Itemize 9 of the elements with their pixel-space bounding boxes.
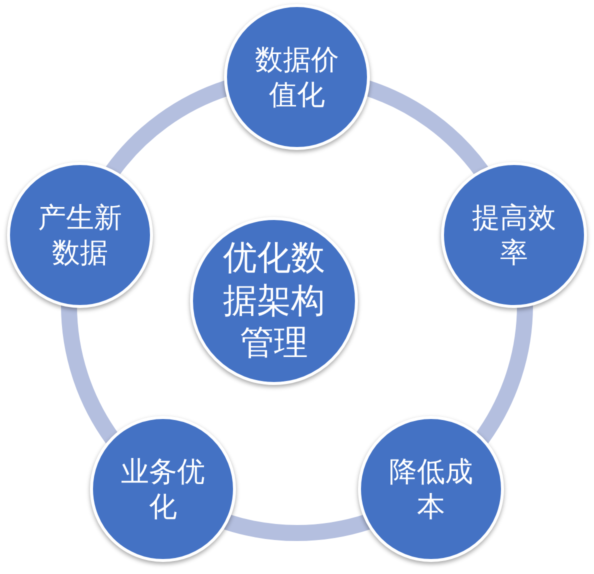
node-label: 业务优化 xyxy=(120,454,206,524)
ring-arc xyxy=(474,304,533,444)
node-label: 降低成本 xyxy=(388,454,474,524)
node-label: 提高效率 xyxy=(470,200,557,270)
node-label: 优化数据架构管理 xyxy=(222,237,326,365)
ring-arc xyxy=(61,304,120,444)
node-label: 数据价值化 xyxy=(254,42,340,112)
node-label: 产生新数据 xyxy=(37,200,124,270)
ring-arc xyxy=(224,514,370,541)
